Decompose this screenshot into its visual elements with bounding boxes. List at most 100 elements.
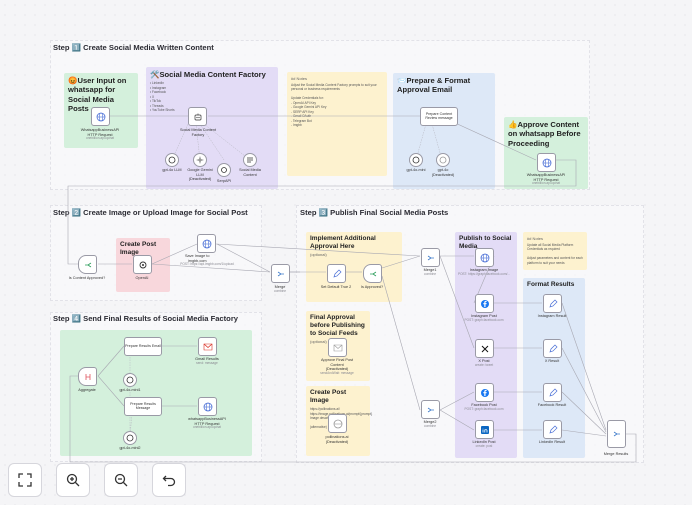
linkedin-post-node[interactable] — [475, 420, 494, 439]
approve-final-node[interactable] — [328, 338, 347, 357]
gmail-results-title: Gmail Results — [195, 357, 219, 361]
sticky-notes-body: Adjust the Social Media Content Factory … — [291, 83, 377, 128]
openai-node[interactable] — [133, 255, 152, 274]
pencil-icon — [548, 299, 557, 308]
instagram-post-sub: POST: graph.facebook.com — [464, 317, 504, 322]
gpt4o-mini1-node[interactable] — [123, 373, 137, 387]
wa-http-request3-node[interactable] — [198, 397, 217, 416]
step3-title: Step 3️⃣ Publish Final Social Media Post… — [300, 208, 449, 217]
gmail-results-node[interactable] — [198, 337, 217, 356]
gpt4o-deact-node[interactable] — [436, 153, 450, 167]
x-post-sub: create: tweet — [474, 362, 494, 367]
prepare-results-message-text: Prepare Results Message — [130, 401, 156, 410]
save-image-label: Save Image to imgbb.com POST: https://ap… — [180, 254, 234, 267]
wa-http-request-node[interactable] — [91, 107, 110, 126]
x-post-label: X Post create: tweet — [475, 359, 493, 367]
merge-results-label: Merge Results — [603, 452, 629, 456]
gpt4o-llm-node[interactable] — [165, 153, 179, 167]
merge1-node[interactable] — [421, 248, 440, 267]
sticky-notes2-body: Update all Social Media Platform Credent… — [527, 243, 583, 265]
pollinations-label: pollinations.ai (Deactivated) — [325, 435, 349, 444]
linkedin-result-node[interactable] — [543, 420, 562, 439]
set-default-true-label: Set Default True 2 — [320, 285, 352, 289]
undo-button[interactable] — [152, 463, 186, 497]
zoom-in-button[interactable] — [56, 463, 90, 497]
pencil-icon — [548, 425, 557, 434]
sticky-prepare-email: 📨Prepare & Format Approval Email — [393, 73, 495, 189]
merge-label: Merge combine — [274, 285, 286, 293]
openai-label: OpenAI — [135, 276, 149, 280]
facebook-result-node[interactable] — [543, 383, 562, 402]
sticky-final-approval-sub: (optional) — [310, 339, 327, 345]
aggregate-label: Aggregate — [78, 388, 96, 392]
gmail-icon — [333, 344, 342, 351]
instagram-result-node[interactable] — [543, 294, 562, 313]
pollinations-node[interactable] — [328, 414, 347, 433]
sticky-user-input-text: 😡User Input on whatsapp for Social Media… — [68, 76, 127, 114]
sticky-implement-approval-sub: (optional) — [310, 252, 327, 258]
instagram-result-label: Instagram Result — [537, 314, 567, 318]
gmail-icon — [203, 343, 212, 350]
gpt4o-mini2-node[interactable] — [123, 431, 137, 445]
instagram-image-node[interactable] — [475, 248, 494, 267]
gpt4o-mini-node[interactable] — [409, 153, 423, 167]
step2-title: Step 2️⃣ Create Image or Upload Image fo… — [53, 208, 248, 217]
globe-icon — [480, 253, 489, 262]
step1-title: Step 1️⃣ Create Social Media Written Con… — [53, 43, 214, 52]
zoom-out-button[interactable] — [104, 463, 138, 497]
instagram-image-title: Instagram Image — [469, 268, 499, 272]
gmail-results-sub: send: message — [196, 360, 218, 365]
x-post-title: X Post — [478, 359, 490, 363]
merge-icon — [427, 255, 434, 260]
linkedin-icon — [480, 425, 489, 434]
sticky-notes: ## Notes Adjust the Social Media Content… — [287, 72, 387, 176]
aggregate-icon — [85, 373, 90, 380]
gpt4o-mini1-label: gpt-4o-mini1 — [119, 388, 141, 392]
wa-http-request2-title: WhatsappBusinessAPI HTTP Request — [526, 173, 566, 182]
merge-node[interactable] — [271, 264, 290, 283]
approve-final-label: Approve Final Post Content (Deactivated)… — [320, 358, 354, 375]
fit-view-button[interactable] — [8, 463, 42, 497]
merge-results-node[interactable] — [607, 420, 626, 448]
content-factory-node[interactable] — [188, 107, 207, 126]
is-content-approved-node[interactable] — [78, 255, 97, 274]
facebook-icon — [480, 299, 489, 308]
save-image-node[interactable] — [197, 234, 216, 253]
facebook-post-node[interactable] — [475, 383, 494, 402]
openai-icon — [126, 434, 134, 442]
aggregate-node[interactable] — [78, 367, 97, 386]
facebook-post-sub: POST: graph.facebook.com — [464, 406, 504, 411]
sticky-content-factory-text: 🛠️Social Media Content Factory — [150, 70, 266, 79]
prepare-results-message-node[interactable]: Prepare Results Message — [124, 397, 162, 416]
set-default-true-node[interactable] — [327, 264, 346, 283]
gpt4o-mini2-label: gpt-4o-mini2 — [119, 446, 141, 450]
prepare-review-node[interactable]: Prepare Content Review message — [420, 107, 458, 126]
instagram-post-node[interactable] — [475, 294, 494, 313]
linkedin-post-sub: create: post — [475, 443, 493, 448]
tool-icon — [221, 167, 227, 173]
is-approved-node[interactable] — [363, 264, 382, 283]
openai-icon — [439, 156, 447, 164]
merge2-node[interactable] — [421, 400, 440, 419]
wa-http-request2-node[interactable] — [537, 153, 556, 172]
sticky-create-post-image2: Create Post Image https://pollinations.a… — [306, 386, 372, 456]
x-result-node[interactable] — [543, 339, 562, 358]
serpapi-node[interactable] — [217, 163, 231, 177]
approve-final-sub: sendAndWait: message — [320, 370, 354, 375]
prepare-results-email-node[interactable]: Prepare Results Email — [124, 337, 162, 356]
sticky-final-approval-text: Final Approval before Publishing to Soci… — [310, 314, 365, 338]
sm-content-node[interactable] — [243, 153, 257, 167]
openai-icon — [168, 156, 176, 164]
x-post-node[interactable] — [475, 339, 494, 358]
sticky-prepare-email-text: 📨Prepare & Format Approval Email — [397, 76, 471, 95]
sticky-publish-social-text: Publish to Social Media — [459, 235, 512, 251]
x-result-label: X Result — [544, 359, 560, 363]
merge1-sub: combine — [423, 271, 437, 276]
globe-icon — [96, 112, 105, 121]
merge1-label: Merge1 combine — [424, 268, 437, 276]
gpt4o-llm-label: gpt-4o LLM — [162, 168, 182, 172]
fit-view-icon — [18, 473, 32, 487]
gemini-node[interactable] — [193, 153, 207, 167]
